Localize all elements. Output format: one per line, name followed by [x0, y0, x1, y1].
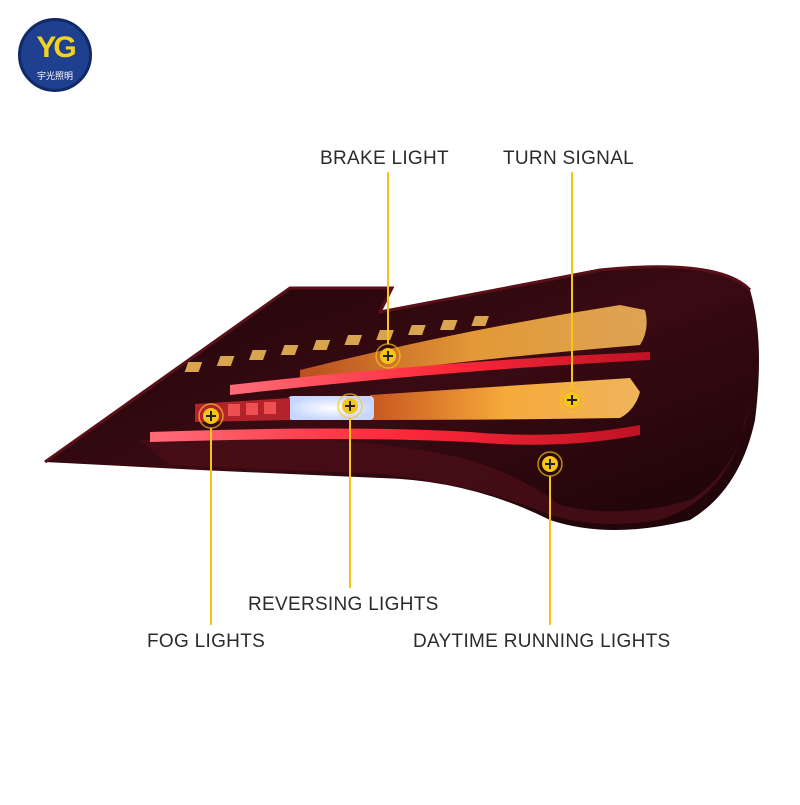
fog-lights-marker[interactable]	[198, 403, 224, 429]
logo-caption: 宇光照明	[36, 72, 73, 82]
callout-lines	[210, 172, 573, 625]
logo-mark: YG	[36, 31, 76, 64]
reversing-lights-marker[interactable]	[337, 393, 363, 419]
brake-light-marker[interactable]	[375, 343, 401, 369]
brake-light-label: BRAKE LIGHT	[320, 148, 449, 169]
daytime-running-lights-label: DAYTIME RUNNING LIGHTS	[413, 631, 671, 652]
brake-led-segments	[184, 316, 489, 372]
turn-signal-marker[interactable]	[559, 387, 585, 413]
reversing-lights-label: REVERSING LIGHTS	[248, 594, 439, 615]
daytime-running-lights-marker[interactable]	[537, 451, 563, 477]
fog-lights-label: FOG LIGHTS	[147, 631, 266, 652]
red-light-bar-lower	[150, 425, 640, 445]
turn-signal-label: TURN SIGNAL	[503, 148, 635, 169]
brand-logo: YG 宇光照明	[18, 18, 92, 92]
red-light-bar-upper	[230, 352, 650, 395]
fog-led-segments	[228, 402, 276, 416]
